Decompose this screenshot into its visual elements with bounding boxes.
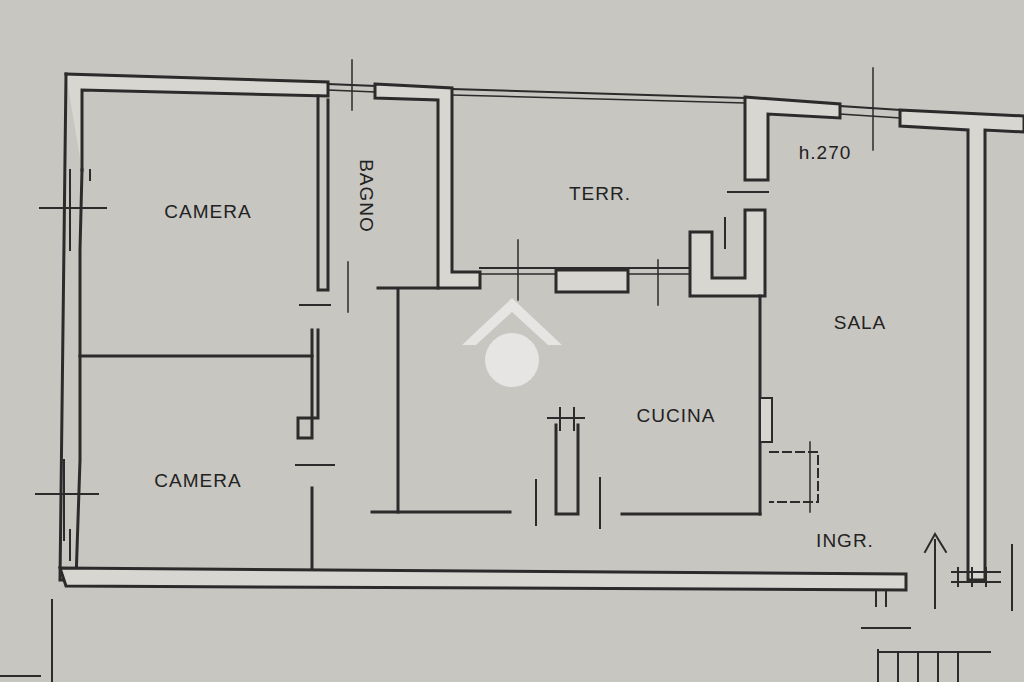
room-label: h.270 [799, 143, 852, 162]
room-label: CAMERA [154, 471, 241, 490]
room-label: CUCINA [637, 406, 716, 425]
room-label: BAGNO [357, 159, 376, 233]
room-label: INGR. [816, 531, 874, 550]
room-label: SALA [834, 313, 887, 332]
room-label: CAMERA [164, 202, 251, 221]
room-label: TERR. [569, 184, 631, 203]
watermark-logo [462, 298, 562, 387]
